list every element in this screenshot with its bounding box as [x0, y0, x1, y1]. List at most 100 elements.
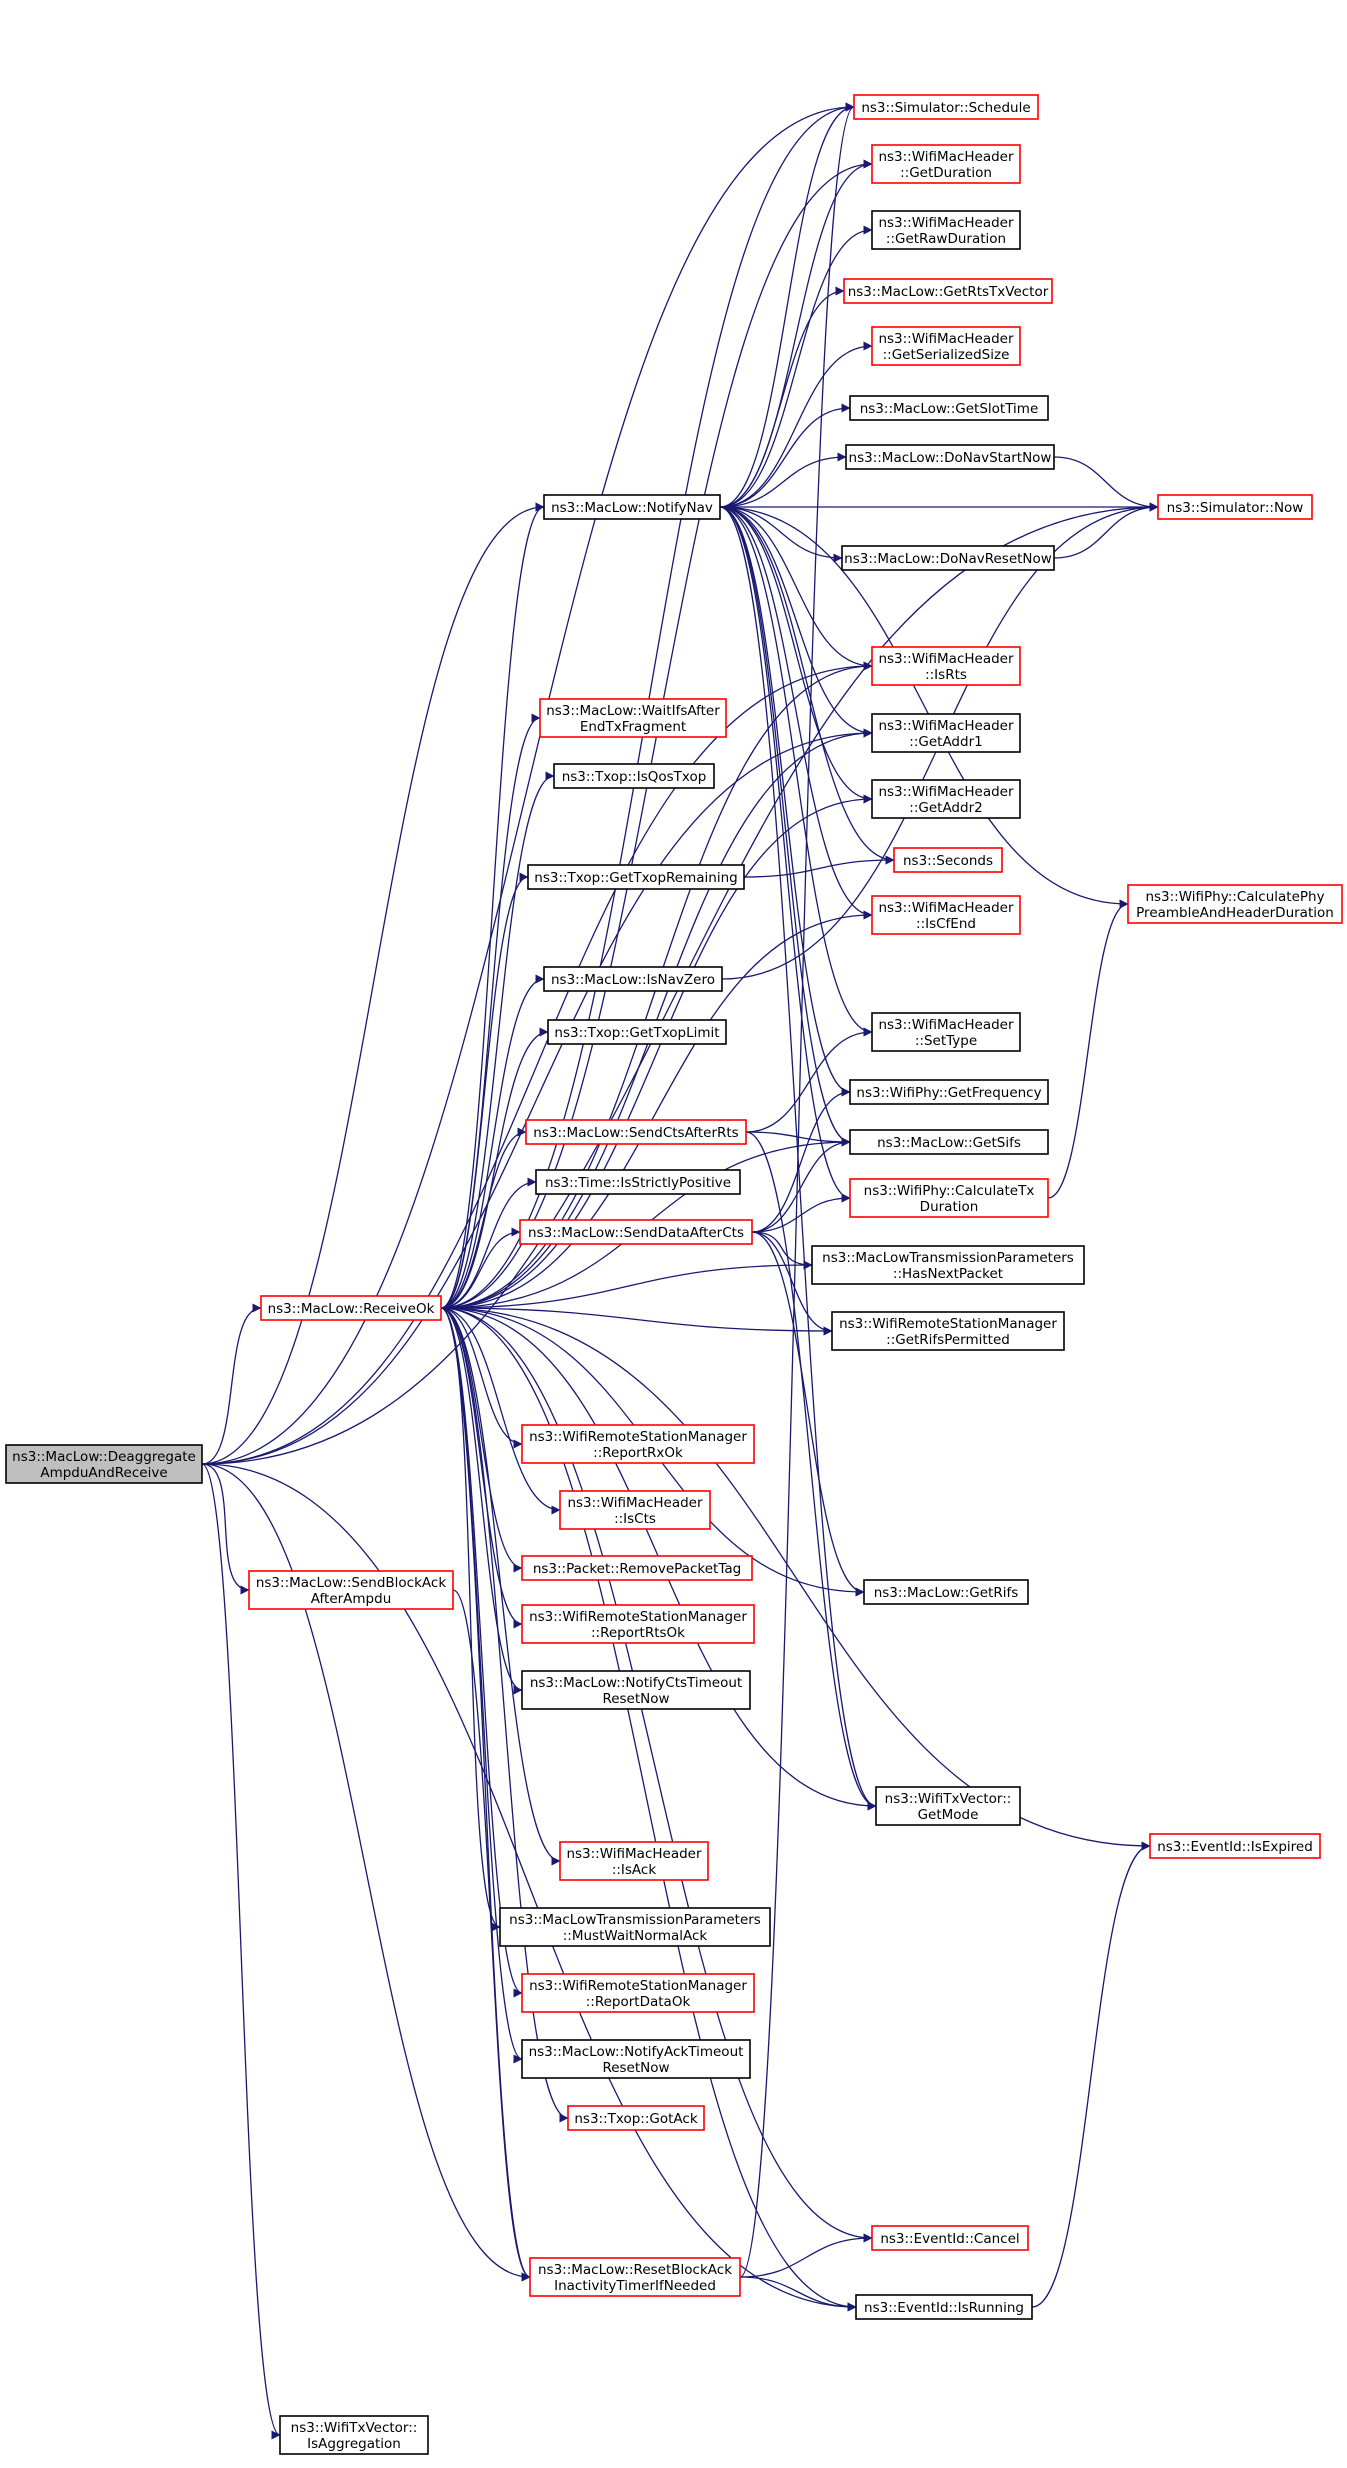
edge-receiveok-to-isrunning	[440, 1307, 857, 2312]
node-getrifs[interactable]: ns3::MacLow::GetRifs	[863, 1579, 1029, 1605]
node-cancel[interactable]: ns3::EventId::Cancel	[871, 2225, 1029, 2251]
node-box	[553, 763, 715, 789]
node-donavstartnow[interactable]: ns3::MacLow::DoNavStartNow	[845, 444, 1055, 470]
node-hasnextpacket[interactable]: ns3::MacLowTransmissionParameters::HasNe…	[811, 1245, 1085, 1285]
node-label-line: ResetNow	[602, 1691, 669, 1707]
node-notifynav[interactable]: ns3::MacLow::NotifyNav	[543, 494, 721, 520]
node-box	[559, 1490, 711, 1530]
node-label-line: ns3::Seconds	[903, 853, 993, 869]
node-box	[1157, 494, 1313, 520]
node-gotack[interactable]: ns3::Txop::GotAck	[567, 2105, 705, 2131]
node-isaggregation[interactable]: ns3::WifiTxVector::IsAggregation	[279, 2415, 429, 2455]
node-getmode[interactable]: ns3::WifiTxVector::GetMode	[875, 1786, 1021, 1826]
node-box	[567, 2105, 705, 2131]
node-label-line: ns3::MacLow::SendCtsAfterRts	[533, 1125, 738, 1141]
edge-receiveok-to-getrifspermitted	[440, 1307, 833, 1336]
node-box	[499, 1907, 771, 1947]
node-getsifs[interactable]: ns3::MacLow::GetSifs	[849, 1129, 1049, 1155]
node-isrts[interactable]: ns3::WifiMacHeader::IsRts	[871, 646, 1021, 686]
node-isack[interactable]: ns3::WifiMacHeader::IsAck	[559, 1841, 709, 1881]
node-iscts[interactable]: ns3::WifiMacHeader::IsCts	[559, 1490, 711, 1530]
node-label-line: ns3::Txop::IsQosTxop	[562, 769, 707, 785]
node-getaddr1[interactable]: ns3::WifiMacHeader::GetAddr1	[871, 713, 1021, 753]
edge-notifynav-to-getrawduration	[719, 225, 873, 508]
node-box	[871, 210, 1021, 250]
node-getslottime[interactable]: ns3::MacLow::GetSlotTime	[849, 395, 1049, 421]
node-settype[interactable]: ns3::WifiMacHeader::SetType	[871, 1012, 1021, 1052]
node-isnavzero[interactable]: ns3::MacLow::IsNavZero	[543, 966, 723, 992]
node-reportrtsok[interactable]: ns3::WifiRemoteStationManager::ReportRts…	[521, 1604, 755, 1644]
edge-receiveok-to-notifynav	[440, 502, 545, 1309]
node-box	[5, 1444, 203, 1484]
node-removepackettag[interactable]: ns3::Packet::RemovePacketTag	[521, 1555, 753, 1581]
node-isrunning[interactable]: ns3::EventId::IsRunning	[855, 2294, 1033, 2320]
edge-receiveok-to-sendctsafterrts	[440, 1127, 527, 1309]
node-donavresetnow[interactable]: ns3::MacLow::DoNavResetNow	[841, 545, 1055, 571]
node-isexpired[interactable]: ns3::EventId::IsExpired	[1149, 1833, 1321, 1859]
node-label-line: ::IsCfEnd	[916, 916, 976, 932]
node-seconds[interactable]: ns3::Seconds	[893, 847, 1003, 873]
edge-calctx-to-calcphy	[1047, 899, 1129, 1199]
node-iscfend[interactable]: ns3::WifiMacHeader::IsCfEnd	[871, 895, 1021, 935]
node-reportrxok[interactable]: ns3::WifiRemoteStationManager::ReportRxO…	[521, 1424, 755, 1464]
edge-notifynav-to-getfrequency	[719, 506, 851, 1097]
node-box	[543, 494, 721, 520]
node-calcphy[interactable]: ns3::WifiPhy::CalculatePhyPreambleAndHea…	[1127, 884, 1343, 924]
node-box	[248, 1570, 454, 1610]
node-gettxopremaining[interactable]: ns3::Txop::GetTxopRemaining	[527, 864, 745, 890]
node-getrtstxvector[interactable]: ns3::MacLow::GetRtsTxVector	[843, 278, 1053, 304]
node-box	[831, 1311, 1065, 1351]
node-getfrequency[interactable]: ns3::WifiPhy::GetFrequency	[849, 1079, 1049, 1105]
edge-deagg-to-sendblockack	[201, 1463, 250, 1595]
node-getaddr2[interactable]: ns3::WifiMacHeader::GetAddr2	[871, 779, 1021, 819]
node-senddataaftercts[interactable]: ns3::MacLow::SendDataAfterCts	[519, 1219, 753, 1245]
node-label-line: ns3::WifiPhy::GetFrequency	[856, 1085, 1041, 1101]
node-label-line: ns3::Packet::RemovePacketTag	[533, 1561, 741, 1577]
node-receiveok[interactable]: ns3::MacLow::ReceiveOk	[260, 1295, 442, 1321]
node-label-line: ns3::MacLow::WaitIfsAfter	[546, 703, 720, 719]
node-resetblockack[interactable]: ns3::MacLow::ResetBlockAckInactivityTime…	[529, 2257, 741, 2297]
node-schedule[interactable]: ns3::Simulator::Schedule	[853, 94, 1039, 120]
node-label-line: ns3::WifiMacHeader	[566, 1846, 702, 1862]
node-isstrictlypositive[interactable]: ns3::Time::IsStrictlyPositive	[535, 1169, 741, 1195]
node-label-line: ns3::WifiRemoteStationManager	[839, 1316, 1057, 1332]
node-box	[521, 1555, 753, 1581]
edge-receiveok-to-resetblockack	[440, 1307, 531, 2282]
node-label-line: PreambleAndHeaderDuration	[1136, 905, 1334, 921]
node-box	[853, 94, 1039, 120]
node-box	[871, 326, 1021, 366]
node-label-line: ns3::MacLow::GetSifs	[877, 1135, 1021, 1151]
node-label-line: ns3::Simulator::Now	[1167, 500, 1304, 516]
edge-notifynav-to-iscfend	[719, 506, 873, 920]
node-mustwait[interactable]: ns3::MacLowTransmissionParameters::MustW…	[499, 1907, 771, 1947]
edge-resetblockack-to-cancel	[739, 2233, 873, 2278]
node-label-line: ns3::MacLowTransmissionParameters	[822, 1250, 1074, 1266]
node-getserializedsize[interactable]: ns3::WifiMacHeader::GetSerializedSize	[871, 326, 1021, 366]
node-label-line: ns3::EventId::Cancel	[880, 2231, 1019, 2247]
node-label-line: ::IsRts	[925, 667, 967, 683]
node-simnow[interactable]: ns3::Simulator::Now	[1157, 494, 1313, 520]
node-box	[519, 1219, 753, 1245]
node-sendctsafterrts[interactable]: ns3::MacLow::SendCtsAfterRts	[525, 1119, 747, 1145]
node-label-line: ns3::WifiPhy::CalculateTx	[864, 1183, 1035, 1199]
edge-notifynav-to-getaddr1	[719, 506, 873, 738]
node-label-line: ::GetAddr2	[909, 800, 982, 816]
node-box	[871, 895, 1021, 935]
edge-notifynav-to-settype	[719, 506, 873, 1037]
node-getrifspermitted[interactable]: ns3::WifiRemoteStationManager::GetRifsPe…	[831, 1311, 1065, 1351]
node-gettxoplimit[interactable]: ns3::Txop::GetTxopLimit	[547, 1019, 727, 1045]
node-getrawduration[interactable]: ns3::WifiMacHeader::GetRawDuration	[871, 210, 1021, 250]
node-reportdataok[interactable]: ns3::WifiRemoteStationManager::ReportDat…	[521, 1973, 755, 2013]
edge-sendctsafterrts-to-getmode	[745, 1131, 877, 1811]
node-label-line: ns3::EventId::IsExpired	[1157, 1839, 1313, 1855]
edge-resetblockack-to-isrunning	[739, 2276, 857, 2312]
node-getduration[interactable]: ns3::WifiMacHeader::GetDuration	[871, 144, 1021, 184]
edge-notifynav-to-seconds	[719, 506, 895, 865]
node-isqostxop[interactable]: ns3::Txop::IsQosTxop	[553, 763, 715, 789]
